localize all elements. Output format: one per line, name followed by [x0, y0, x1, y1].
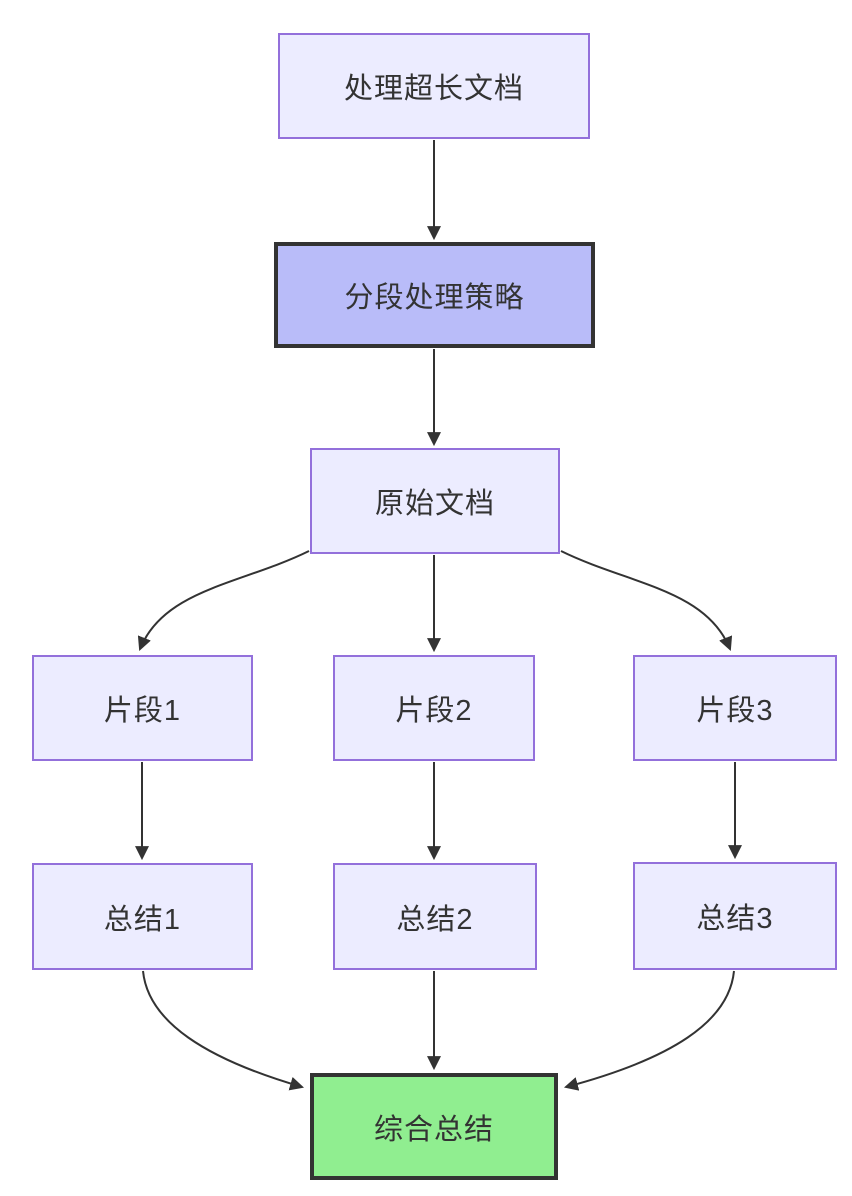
node-fragment-1: 片段1: [32, 655, 253, 761]
node-label-original-doc: 原始文档: [374, 488, 495, 520]
edge-original-doc-to-fragment-3: [560, 550, 733, 651]
node-summary-3: 总结3: [633, 862, 837, 970]
node-label-summary-2: 总结2: [396, 903, 474, 936]
node-label-final-summary: 综合总结: [373, 1113, 494, 1146]
node-label-process-long-doc: 处理超长文档: [343, 73, 524, 105]
node-label-fragment-3: 片段3: [696, 695, 774, 727]
node-label-fragment-2: 片段2: [395, 695, 473, 727]
node-final-summary: 综合总结: [310, 1073, 558, 1180]
node-summary-1: 总结1: [32, 863, 253, 970]
node-summary-2: 总结2: [333, 863, 537, 970]
node-process-long-doc: 处理超长文档: [278, 33, 590, 139]
node-segment-strategy: 分段处理策略: [274, 242, 595, 348]
edge-summary-3-to-final-summary: [563, 970, 735, 1091]
node-label-summary-1: 总结1: [103, 903, 182, 936]
node-fragment-2: 片段2: [333, 655, 535, 761]
node-label-fragment-1: 片段1: [103, 695, 182, 727]
node-original-doc: 原始文档: [310, 448, 560, 554]
node-label-summary-3: 总结3: [696, 903, 774, 935]
edge-summary-1-to-final-summary: [142, 970, 305, 1091]
node-label-segment-strategy: 分段处理策略: [344, 282, 525, 314]
node-fragment-3: 片段3: [633, 655, 837, 761]
edge-original-doc-to-fragment-1: [137, 550, 310, 651]
